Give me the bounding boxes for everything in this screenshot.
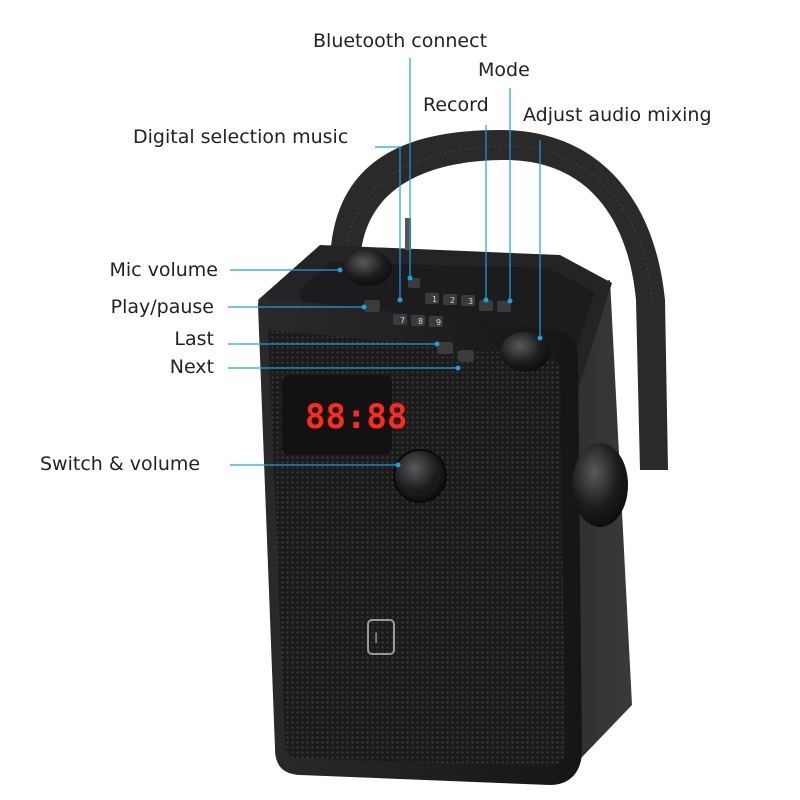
- bluetooth-button[interactable]: [408, 278, 420, 288]
- mode-button[interactable]: [497, 301, 511, 312]
- key-2[interactable]: [443, 294, 457, 305]
- label-play-pause: Play/pause: [110, 296, 214, 318]
- key-8[interactable]: [411, 315, 425, 326]
- keypad-digit-1: 1: [432, 295, 437, 304]
- label-adjust-audio-mixing: Adjust audio mixing: [523, 104, 712, 126]
- mic-volume-knob[interactable]: [344, 250, 392, 286]
- record-button[interactable]: [479, 300, 493, 311]
- label-switch-volume: Switch & volume: [40, 453, 201, 475]
- label-last: Last: [174, 328, 214, 350]
- audio-mixing-knob[interactable]: [500, 332, 550, 372]
- keypad: [364, 278, 511, 362]
- keypad-digit-7: 7: [400, 316, 405, 325]
- last-button[interactable]: [437, 342, 453, 354]
- label-mode: Mode: [478, 59, 530, 81]
- keypad-digit-9: 9: [436, 318, 441, 327]
- key-9[interactable]: [429, 316, 443, 327]
- key-7[interactable]: [393, 314, 407, 325]
- key-3[interactable]: [461, 295, 475, 306]
- callout-lines: [228, 58, 541, 466]
- antenna: [405, 218, 411, 250]
- label-bluetooth-connect: Bluetooth connect: [313, 30, 488, 52]
- led-display: 88:88: [305, 397, 407, 437]
- keypad-digit-3: 3: [468, 297, 473, 306]
- side-knob[interactable]: [572, 443, 628, 527]
- display-panel: [282, 375, 392, 455]
- keypad-digit-8: 8: [418, 317, 423, 326]
- label-next: Next: [169, 356, 214, 378]
- play-pause-button[interactable]: [364, 300, 380, 312]
- key-1[interactable]: [425, 293, 439, 304]
- label-digital-selection-music: Digital selection music: [133, 126, 349, 148]
- keypad-digit-2: 2: [450, 296, 455, 305]
- svg-text:I: I: [374, 631, 378, 647]
- next-button[interactable]: [458, 350, 474, 362]
- label-record: Record: [423, 94, 489, 116]
- label-mic-volume: Mic volume: [109, 259, 218, 281]
- brand-logo: [367, 619, 395, 655]
- switch-volume-knob[interactable]: [393, 449, 447, 503]
